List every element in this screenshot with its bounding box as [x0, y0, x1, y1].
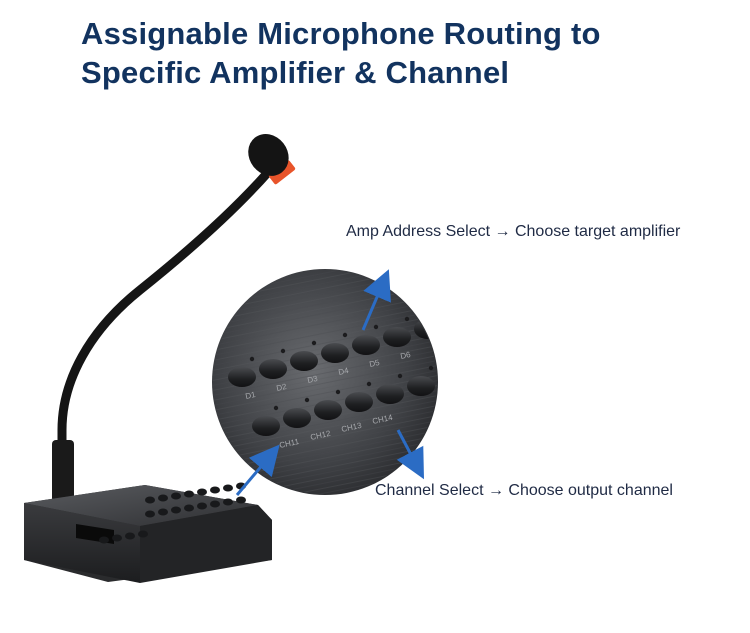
- amp-led: [435, 308, 437, 314]
- amp-led: [404, 316, 410, 322]
- channel-label: CH13: [341, 421, 363, 434]
- channel-led: [304, 397, 310, 403]
- amp-label: D4: [338, 366, 350, 377]
- amp-label: D3: [307, 374, 319, 385]
- console-button: [145, 496, 155, 504]
- console-button: [125, 532, 135, 540]
- amp-select-button: [228, 367, 256, 387]
- channel-select-button: [376, 384, 404, 404]
- amp-label: D5: [369, 358, 381, 369]
- console-button: [145, 510, 155, 518]
- texture-line: [213, 367, 437, 419]
- texture-line: [213, 362, 437, 414]
- texture-line: [213, 347, 437, 399]
- channel-select-button: [283, 408, 311, 428]
- gooseneck: [57, 165, 275, 501]
- channel-arrow: [396, 429, 425, 480]
- zoom-pointer-arrow: [235, 444, 280, 496]
- amp-led: [280, 348, 286, 354]
- mic-head: [248, 134, 296, 185]
- texture-line: [213, 402, 437, 454]
- console-button: [223, 484, 233, 492]
- amp-label: D2: [276, 382, 288, 393]
- channel-led: [366, 381, 372, 387]
- page-title: Assignable Microphone Routing to Specifi…: [81, 14, 721, 92]
- console-unit: [24, 482, 272, 583]
- amp-led: [342, 332, 348, 338]
- mic-windscreen: [248, 134, 289, 176]
- console-button: [210, 500, 220, 508]
- texture-line: [213, 307, 437, 359]
- texture-line: [213, 372, 437, 424]
- zoom-circle: [212, 269, 438, 495]
- mic-stand-base: [52, 440, 74, 502]
- console-button: [184, 490, 194, 498]
- channel-select-button: [314, 400, 342, 420]
- channel-led: [428, 365, 434, 371]
- texture-line: [213, 312, 437, 364]
- texture-line: [213, 397, 437, 449]
- texture-line: [213, 352, 437, 404]
- texture-line: [213, 412, 437, 464]
- title-line-2: Specific Amplifier & Channel: [81, 55, 510, 90]
- channel-label: CH11: [279, 437, 301, 450]
- amp-select-button: [321, 343, 349, 363]
- amp-select-button: [352, 335, 380, 355]
- amp-address-callout: Amp Address Select → Choose target ampli…: [346, 223, 681, 240]
- texture-line: [213, 407, 437, 459]
- console-button: [210, 486, 220, 494]
- console-side: [140, 505, 272, 583]
- console-button: [171, 506, 181, 514]
- amp-select-button: [383, 327, 411, 347]
- console-button: [223, 498, 233, 506]
- channel-select-button: [407, 376, 435, 396]
- microphone: [52, 134, 296, 502]
- channel-led: [273, 405, 279, 411]
- console-button: [158, 508, 168, 516]
- amp-select-button: [259, 359, 287, 379]
- channel-select-button: [345, 392, 373, 412]
- channel-label: CH14: [372, 413, 394, 426]
- console-button: [197, 488, 207, 496]
- console-buttons: [99, 482, 246, 544]
- console-button: [112, 534, 122, 542]
- amp-led: [249, 356, 255, 362]
- channel-label: CH12: [310, 429, 332, 442]
- channel-select-button: [252, 416, 280, 436]
- console-button: [171, 492, 181, 500]
- console-button: [184, 504, 194, 512]
- texture-line: [213, 357, 437, 409]
- amp-arrow: [361, 269, 391, 331]
- texture-line: [213, 302, 437, 354]
- amp-label: D6: [400, 350, 412, 361]
- console-front: [24, 503, 140, 583]
- console-top: [24, 485, 258, 526]
- texture-line: [213, 317, 437, 369]
- amp-select-button: [290, 351, 318, 371]
- console-button: [99, 536, 109, 544]
- console-button: [197, 502, 207, 510]
- amp-label: D1: [245, 390, 257, 401]
- console-button: [158, 494, 168, 502]
- amp-led: [373, 324, 379, 330]
- channel-led: [335, 389, 341, 395]
- title-line-1: Assignable Microphone Routing to: [81, 16, 601, 51]
- console-button: [236, 496, 246, 504]
- channel-select-callout: Channel Select → Choose output channel: [375, 482, 673, 499]
- amp-led: [311, 340, 317, 346]
- channel-led: [397, 373, 403, 379]
- console-button: [138, 530, 148, 538]
